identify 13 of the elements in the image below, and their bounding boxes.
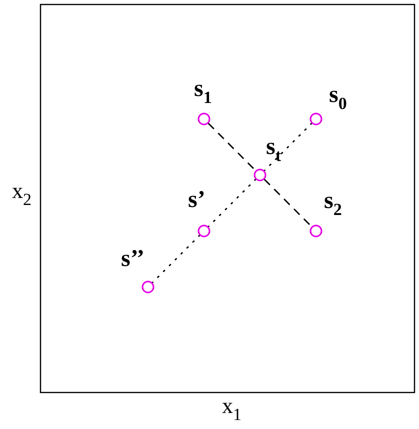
point-label: s$_{1}$: [194, 77, 212, 106]
dotted-line: [264, 122, 312, 172]
dotted-line: [152, 234, 200, 284]
dotted-line: [208, 178, 256, 228]
point-label: s$_{0}$: [329, 83, 347, 112]
point-label: s’’: [121, 247, 145, 271]
point-label: s$_{2}$: [324, 189, 342, 218]
axis-label: x$_{1}$: [222, 395, 242, 423]
dashed-line: [264, 178, 312, 228]
point-label: s’: [188, 188, 206, 212]
point-label: s$_{t}$: [266, 135, 282, 164]
axis-label: x$_{2}$: [12, 180, 32, 208]
dashed-line: [208, 122, 256, 172]
